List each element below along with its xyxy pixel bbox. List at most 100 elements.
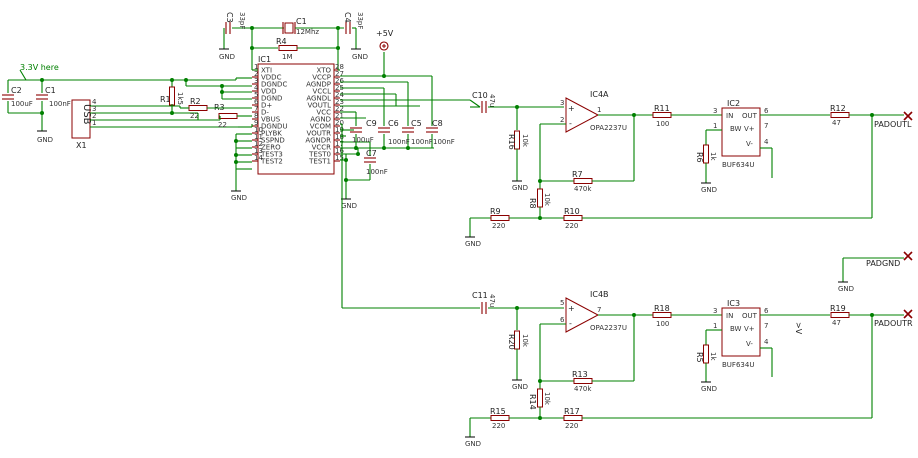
ic2-vplus: V+ xyxy=(744,125,755,133)
r9-name: R9 xyxy=(490,207,501,216)
ic2-pin6: 6 xyxy=(764,107,769,115)
ic1-right-pin-label: VCC xyxy=(316,109,331,117)
ic4b-pin5: 5 xyxy=(560,299,564,307)
ic1-left-pin-number: 14 xyxy=(254,154,263,162)
r20-name: R20 xyxy=(507,334,516,350)
usb-connector-x1: USB X1 4 3 2 1 xyxy=(71,98,238,150)
ic4a-pin1: 1 xyxy=(597,106,601,114)
ic1-left-pin-label: VDD xyxy=(261,88,277,96)
r7-name: R7 xyxy=(572,170,583,179)
c4-name: C4 xyxy=(343,12,352,23)
ic1-right-pin-number: 17 xyxy=(335,140,344,148)
ic1-left-pin-number: 8 xyxy=(254,112,258,120)
ic1-right-pin-label: AGND xyxy=(310,116,331,124)
ic1-right-pin-number: 20 xyxy=(335,119,344,127)
ic4a-pin3: 3 xyxy=(560,99,564,107)
r13-value: 470k xyxy=(574,385,592,393)
ic1-left-pin-label: DGNDU xyxy=(261,123,288,131)
ic2-bw: BW xyxy=(730,125,742,133)
ic4b-name: IC4B xyxy=(590,290,609,299)
ic1-right-pin-number: 23 xyxy=(335,98,344,106)
pad-left-label: PADOUTL xyxy=(874,120,912,129)
ic1-right-pin-number: 19 xyxy=(335,126,344,134)
c5-name: C5 xyxy=(411,119,422,128)
gnd-label: GND xyxy=(512,383,528,391)
usb-label: USB xyxy=(81,104,92,125)
r7-value: 470k xyxy=(574,185,592,193)
r11-name: R11 xyxy=(654,104,670,113)
r19-name: R19 xyxy=(830,304,846,313)
gnd-label: GND xyxy=(341,202,357,210)
r17-value: 220 xyxy=(565,422,578,430)
x1-pin-2: 2 xyxy=(92,112,96,120)
c2-value: 100uF xyxy=(11,100,33,108)
ic1-right-pin-label: AGNDR xyxy=(305,137,331,145)
x1-pin-1: 1 xyxy=(92,119,96,127)
ic2-out: OUT xyxy=(742,112,758,120)
ic1-left-pin-number: 1 xyxy=(254,63,258,71)
ic1-name: IC1 xyxy=(258,55,271,64)
opamp-a-plus: + xyxy=(568,104,575,113)
left-channel: C10 47u GND R16 10k + - IC4A OPA2237U 3 … xyxy=(464,90,913,248)
pad-right-label: PADOUTR xyxy=(874,319,913,328)
ic3-pin4: 4 xyxy=(764,338,769,346)
ic3-pin1: 1 xyxy=(713,322,717,330)
ic4a-name: IC4A xyxy=(590,90,609,99)
ic3-bw: BW xyxy=(730,325,742,333)
r9-value: 220 xyxy=(492,222,505,230)
gnd-label: GND xyxy=(701,186,717,194)
ic1-right-pin-number: 21 xyxy=(335,112,344,120)
v-label: >V xyxy=(794,322,803,335)
opamp-a-minus: - xyxy=(569,119,572,128)
ic4b-value: OPA2237U xyxy=(590,324,627,332)
opamp-b-minus: - xyxy=(569,319,572,328)
ic4b-pin6: 6 xyxy=(560,316,565,324)
ic3-vplus: V+ xyxy=(744,325,755,333)
supply-caps: 3.3V here GND C2 100uF C1 100nF xyxy=(1,63,172,144)
ic3-in: IN xyxy=(726,312,733,320)
opamp-b-plus: + xyxy=(568,304,575,313)
ic1-right-pin-number: 28 xyxy=(335,63,344,71)
ic1-left-pin-number: 6 xyxy=(254,98,259,106)
r12-name: R12 xyxy=(830,104,846,113)
r14-value: 10k xyxy=(543,392,551,406)
c3-name: C3 xyxy=(225,12,234,23)
c7-value: 100nF xyxy=(366,168,388,176)
ic1-left-pin-number: 10 xyxy=(254,126,263,134)
ic1-left-pin-number: 11 xyxy=(254,133,263,141)
crystal-section: GND C3 33pF C1 12Mhz GND C4 33pF R4 1M xyxy=(218,12,368,70)
crystal-name: C1 xyxy=(296,17,307,26)
ic3-pin3: 3 xyxy=(713,307,717,315)
ic1-left-pin-number: 13 xyxy=(254,147,263,155)
pad-gnd-label: PADGND xyxy=(866,259,900,268)
ic1-left-pin-label: D- xyxy=(261,109,269,117)
ic2-name: IC2 xyxy=(727,99,740,108)
ic1-right-pin-label: VCCR xyxy=(312,144,332,152)
ic1-right-pin-label: TEST1 xyxy=(308,158,331,166)
ic3-pin6: 6 xyxy=(764,307,769,315)
ic3-pin7: 7 xyxy=(764,322,768,330)
ic1-left-pin-number: 2 xyxy=(254,70,258,78)
usb-series-resistors: R1 1k5 R2 22 R3 22 xyxy=(160,78,252,129)
ic2-pin3: 3 xyxy=(713,107,717,115)
r2-name: R2 xyxy=(190,97,201,106)
ic1-right-pin-number: 26 xyxy=(335,77,344,85)
crystal-value: 12Mhz xyxy=(296,28,319,36)
c1-value: 100nF xyxy=(49,100,71,108)
c6-name: C6 xyxy=(388,119,399,128)
x1-name: X1 xyxy=(76,141,87,150)
ic1-right-pin-number: 15 xyxy=(335,154,344,162)
r5-value: 1k xyxy=(709,352,717,361)
ic1-left-pin-number: 7 xyxy=(254,105,258,113)
r15-value: 220 xyxy=(492,422,505,430)
r16-name: R16 xyxy=(507,134,516,150)
ic3-out: OUT xyxy=(742,312,758,320)
c7-name: C7 xyxy=(366,149,377,158)
r4-name: R4 xyxy=(276,37,287,46)
c8-value: 100nF xyxy=(433,138,455,146)
r14-name: R14 xyxy=(528,394,537,410)
ic1-right-pin-label: XTO xyxy=(317,67,332,75)
ic1-dac: IC1 XTI1VDDC2DGNDC3VDD4DGND5D+6D-7VBUS8D… xyxy=(252,55,344,175)
ic1-left-pin-label: ZERO xyxy=(261,144,281,152)
gnd-label: GND xyxy=(465,240,481,248)
